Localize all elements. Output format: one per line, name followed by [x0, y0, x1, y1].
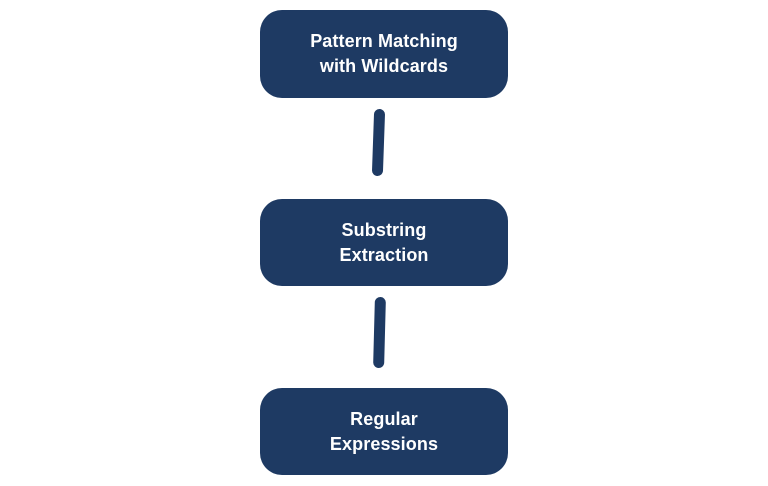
flow-node-substring-extraction[interactable]: Substring Extraction	[260, 199, 508, 286]
flow-node-pattern-matching-with-wildcards[interactable]: Pattern Matching with Wildcards	[260, 10, 508, 98]
connector-node-1-to-node-2	[373, 296, 386, 369]
connector-node-0-to-node-1	[371, 108, 386, 177]
flow-node-label: Substring Extraction	[339, 219, 429, 265]
flow-node-regular-expressions[interactable]: Regular Expressions	[260, 388, 508, 475]
flow-node-label: Pattern Matching with Wildcards	[310, 31, 458, 76]
flow-node-label: Regular Expressions	[329, 408, 439, 454]
